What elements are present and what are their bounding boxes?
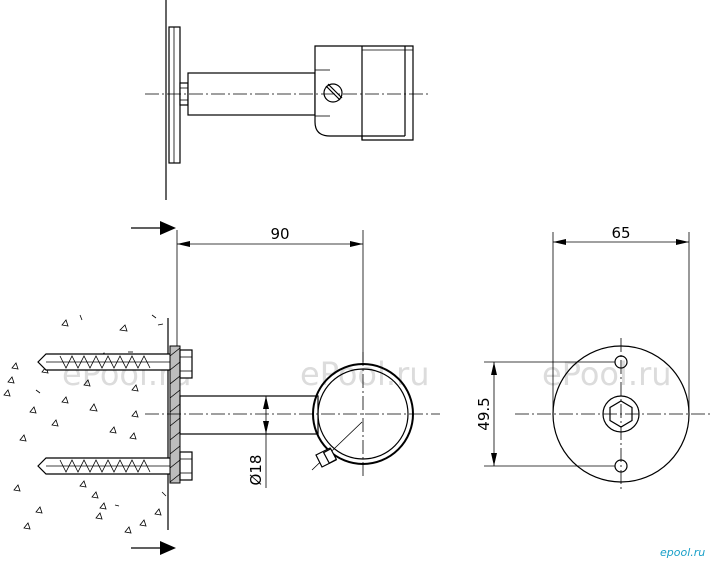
site-logo: epool.ru — [660, 546, 705, 559]
wall-hatching — [3, 314, 167, 534]
anchor-bolt-lower — [37, 457, 177, 475]
watermark-center: ePool.ru — [300, 355, 430, 393]
side-set-screw — [311, 421, 363, 471]
front-view: 65 49.5 — [475, 224, 710, 490]
anchor-bolt-upper — [37, 353, 177, 371]
dim-tube-diameter: Ø18 — [247, 455, 265, 486]
top-clamp — [314, 45, 414, 141]
section-arrow-bottom — [160, 541, 176, 555]
section-arrow-top — [160, 221, 176, 235]
dim-hole-spacing-49-5: 49.5 — [475, 397, 493, 430]
dim-flange-width-65: 65 — [611, 224, 630, 242]
top-flange — [168, 26, 181, 164]
side-nut-upper — [179, 349, 193, 379]
watermark-right: ePool.ru — [542, 355, 672, 393]
dim-length-90: 90 — [270, 225, 289, 243]
side-stem — [179, 395, 319, 435]
top-view — [145, 0, 430, 200]
side-flange — [169, 345, 181, 484]
side-nut-lower — [179, 451, 193, 481]
side-view: 90 Ø18 — [3, 221, 440, 555]
